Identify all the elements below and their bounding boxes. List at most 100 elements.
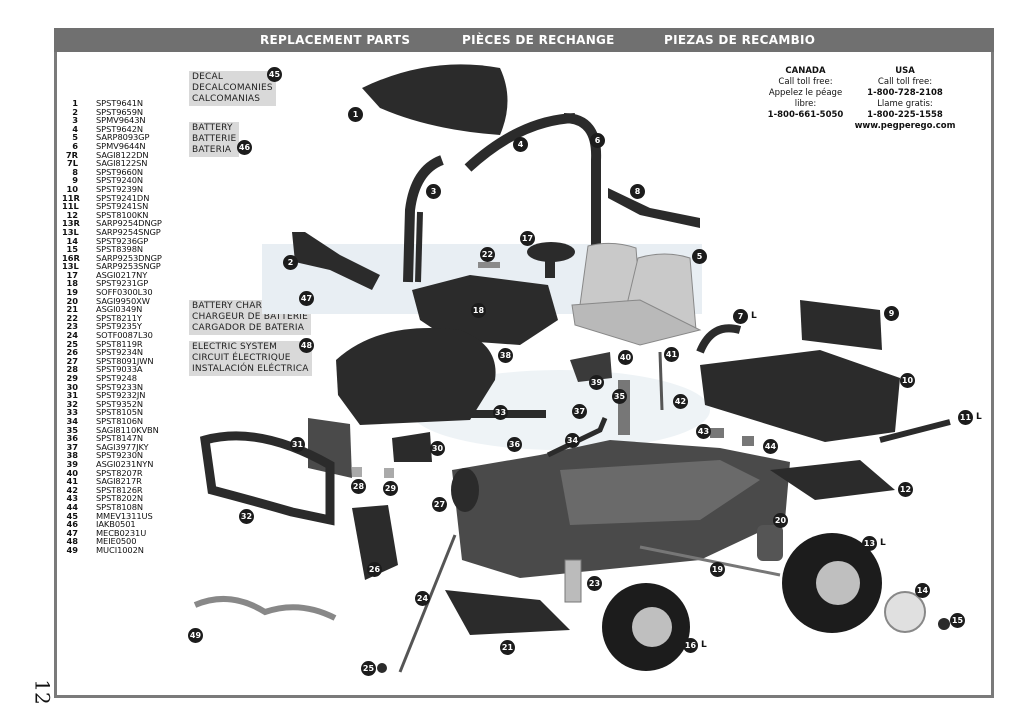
part-rollbar-strut [415, 211, 423, 283]
usa-website: www.pegperego.com [854, 121, 956, 131]
part-number: 39 [66, 458, 78, 469]
callout-3: 3 [426, 184, 441, 199]
part-cap-25 [377, 663, 387, 673]
callout-suffix-7: L [751, 311, 757, 321]
callout-20: 20 [773, 513, 788, 528]
part-code: SAGI8110KVBN [96, 424, 159, 435]
part-steering-wheel [527, 242, 575, 262]
part-rear-plate [770, 460, 895, 500]
part-rollbar-front [403, 155, 445, 283]
callout-46: 46 [237, 140, 252, 155]
callout-29: 29 [383, 481, 398, 496]
callout-13: 13 [862, 536, 877, 551]
charger-label-en: BATTERY CHARGER [192, 301, 282, 311]
part-code: SAGI8122DN [96, 149, 149, 160]
part-seat-base [571, 299, 702, 346]
part-code: ASGI0231NYN [96, 458, 154, 469]
charger-label-es: CARGADOR DE BATERIA [192, 323, 305, 333]
part-code: SPST9235Y [96, 321, 142, 332]
part-lower-panel [352, 505, 398, 580]
part-clip [478, 262, 500, 268]
callout-4: 4 [513, 137, 528, 152]
callout-15: 15 [950, 613, 965, 628]
part-axle [639, 545, 781, 577]
part-code: SPST9236GP [96, 235, 149, 246]
part-rollbar-top [464, 113, 576, 172]
callout-26: 26 [367, 562, 382, 577]
part-code: SPST9231GP [96, 278, 149, 289]
callout-9: 9 [884, 306, 899, 321]
part-number: 43 [66, 493, 78, 504]
part-code: SAGI3977JKY [96, 441, 149, 452]
decal-label-en: DECAL [192, 72, 224, 82]
part-chassis-deck [560, 460, 760, 525]
part-number: 33 [66, 407, 78, 418]
part-motor [757, 525, 783, 561]
part-44 [742, 436, 754, 446]
part-code: SPST8106N [96, 415, 144, 426]
part-number: 36 [66, 433, 78, 444]
part-number: 22 [66, 312, 78, 323]
usa-title: USA [895, 66, 915, 76]
callout-10: 10 [900, 373, 915, 388]
part-number: 29 [66, 373, 78, 383]
part-number: 20 [66, 295, 78, 306]
part-code: SPST9660N [96, 166, 144, 177]
part-number: 8 [72, 166, 78, 177]
callout-40: 40 [618, 350, 633, 365]
callout-suffix-13: L [880, 538, 886, 548]
part-code: SPST8147N [96, 433, 144, 444]
part-number: 32 [66, 398, 78, 409]
usa-line1: Call toll free: [877, 77, 933, 87]
part-dash-bracket [292, 232, 380, 290]
callout-22: 22 [480, 247, 495, 262]
part-code: SARP8093GP [96, 132, 150, 143]
parts-list-row: 8 SPST9660N [62, 168, 162, 177]
part-light-28 [352, 467, 362, 477]
part-nut [938, 618, 950, 630]
part-number: 7L [66, 158, 78, 169]
part-number: 45 [66, 510, 78, 521]
usa-phone2: 1-800-225-1558 [867, 110, 943, 120]
usa-line2: Llame gratis: [877, 99, 933, 109]
part-number: 37 [66, 441, 78, 452]
callout-39: 39 [589, 375, 604, 390]
callout-49: 49 [188, 628, 203, 643]
header-spanish: PIEZAS DE RECAMBIO [664, 33, 816, 47]
part-code: SPST9641N [96, 98, 144, 108]
callout-19: 19 [710, 562, 725, 577]
battery-label-fr: BATTERIE [192, 134, 237, 144]
part-hubcap [884, 591, 926, 633]
part-grab-handle [696, 324, 742, 354]
part-code: SPST9230N [96, 450, 144, 461]
part-number: 24 [66, 330, 78, 341]
header-english: REPLACEMENT PARTS [260, 33, 411, 47]
part-number: 46 [66, 519, 78, 530]
canada-title: CANADA [785, 66, 826, 76]
callout-25: 25 [361, 661, 376, 676]
part-number: 2 [72, 106, 78, 117]
callout-8: 8 [630, 184, 645, 199]
callout-21: 21 [500, 640, 515, 655]
part-code: SPST8091JWN [96, 355, 154, 366]
part-number: 23 [66, 321, 78, 332]
part-number: 34 [66, 415, 78, 426]
decal-label-es: CALCOMANIAS [192, 94, 261, 104]
callout-36: 36 [507, 437, 522, 452]
canada-phone: 1-800-661-5050 [767, 110, 844, 120]
part-number: 13L [62, 226, 79, 237]
part-code: SPST9642N [96, 123, 144, 134]
